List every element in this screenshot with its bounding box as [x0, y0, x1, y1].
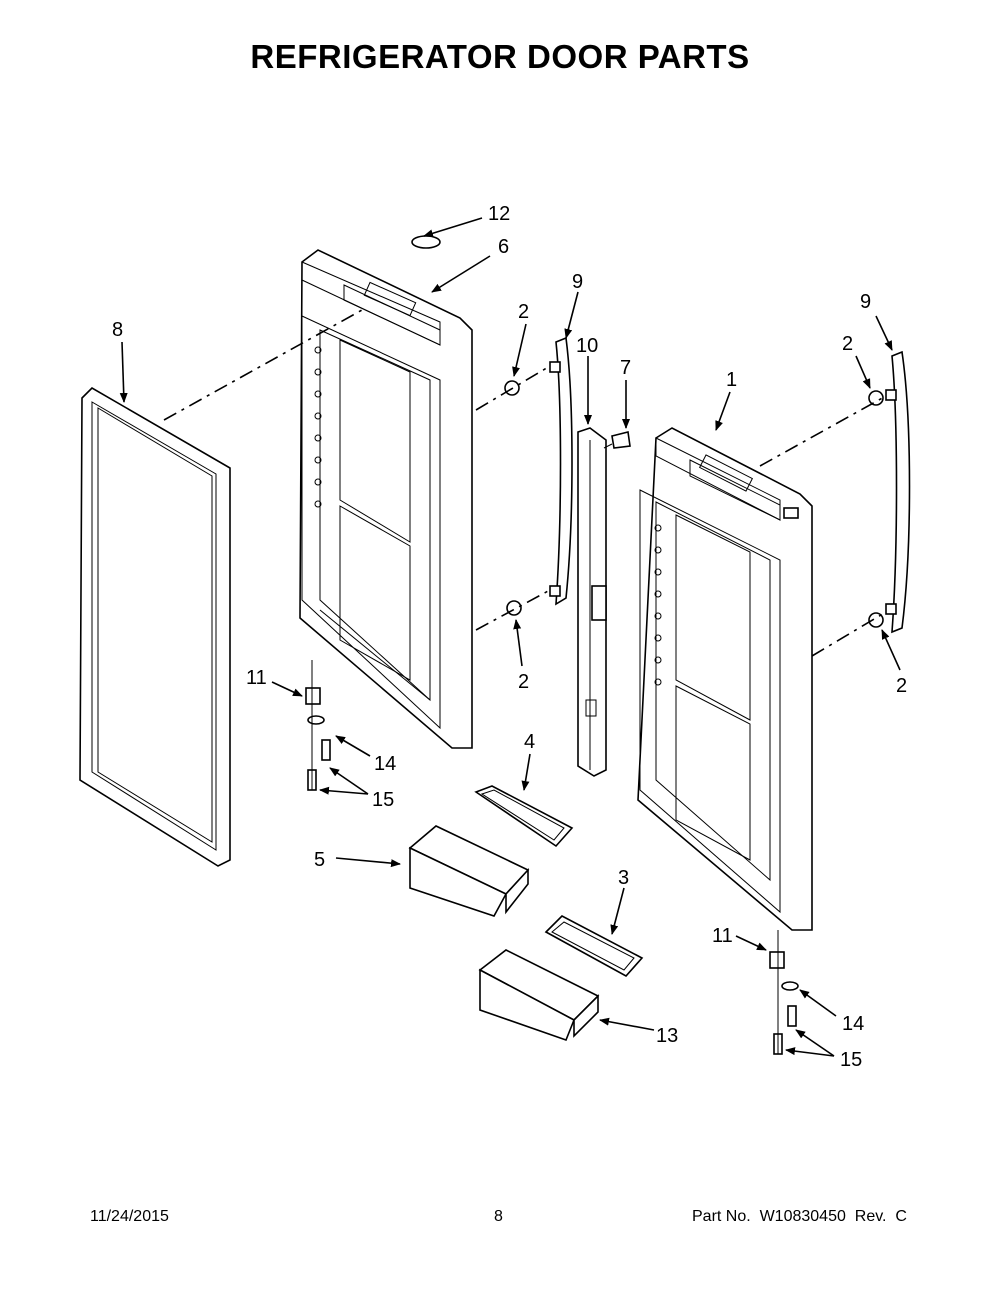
callout-2-lower-left: 2 [518, 671, 529, 693]
callout-8: 8 [112, 319, 123, 341]
hinge-hardware-right [769, 930, 799, 1055]
handle-right [885, 350, 911, 634]
screw-part-7 [603, 431, 631, 449]
footer-date: 11/24/2015 [90, 1208, 169, 1225]
callout-11-right: 11 [712, 925, 733, 947]
callout-2-upper-right: 2 [842, 333, 853, 355]
handle-left [549, 336, 573, 606]
callout-9-left: 9 [572, 271, 583, 293]
hinge-hardware-left [305, 660, 331, 791]
plug-part-12 [411, 235, 441, 249]
callout-2-upper-left: 2 [518, 301, 529, 323]
callout-6: 6 [498, 236, 509, 258]
callout-13: 13 [656, 1025, 678, 1047]
callout-15-right: 15 [840, 1049, 862, 1071]
callout-15-left: 15 [372, 789, 394, 811]
callout-2-lower-right: 2 [896, 675, 907, 697]
footer-page-number: 8 [494, 1208, 503, 1225]
callout-arrows [119, 217, 901, 1057]
callout-5: 5 [314, 849, 325, 871]
callout-1: 1 [726, 369, 737, 391]
bin-cover-part-3 [544, 915, 644, 978]
callout-14-right: 14 [842, 1013, 864, 1035]
door-bin-part-5 [408, 825, 530, 917]
door-gasket [79, 386, 231, 867]
callout-14-left: 14 [374, 753, 396, 775]
callout-9-right: 9 [860, 291, 871, 313]
callout-10: 10 [576, 335, 598, 357]
left-door-liner [299, 249, 473, 749]
center-mullion [577, 427, 607, 777]
callout-7: 7 [620, 357, 631, 379]
page-title: REFRIGERATOR DOOR PARTS [250, 38, 750, 75]
callout-labels: 12 6 8 9 2 10 7 1 9 2 2 2 11 14 15 4 5 3… [112, 203, 907, 1071]
callout-12: 12 [488, 203, 510, 225]
door-bin-part-13 [478, 949, 600, 1042]
callout-4: 4 [524, 731, 535, 753]
alignment-lines [163, 309, 887, 657]
callout-11-left: 11 [246, 667, 267, 689]
right-door-liner [637, 427, 813, 931]
bin-cover-part-4 [474, 785, 574, 848]
callout-3: 3 [618, 867, 629, 889]
footer-part-number: Part No. W10830450 Rev. C [692, 1208, 907, 1225]
